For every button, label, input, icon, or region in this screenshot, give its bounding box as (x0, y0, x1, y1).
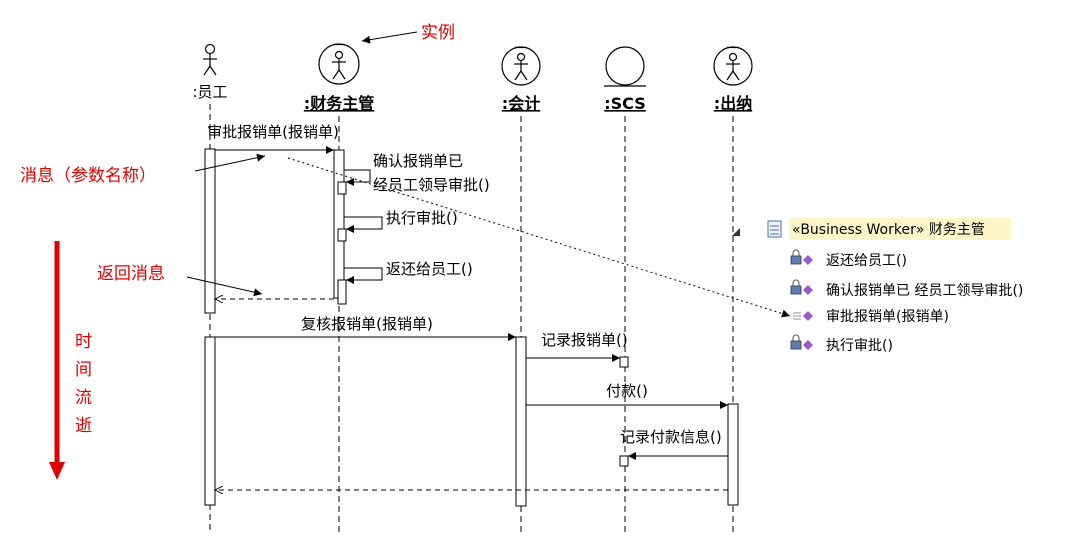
activation-self-return (337, 279, 347, 305)
time-flow-char-2: 间 (75, 360, 92, 380)
public-visibility-icon (793, 312, 801, 320)
entity-icon-scs (604, 46, 646, 87)
tree-operation-label-4: 执行审批() (826, 338, 893, 354)
business-worker-icon-accountant (501, 46, 541, 86)
tree-expand-triangle-icon[interactable] (732, 228, 740, 236)
annotation-instance: 实例 (421, 23, 455, 43)
business-worker-icon-cashier (713, 46, 753, 86)
activation-accountant (515, 336, 527, 507)
time-flow-arrow-head-icon (49, 462, 65, 480)
lifeline-label-finance-manager: :财务主管 (304, 94, 374, 113)
operation-icon (803, 285, 813, 295)
annotation-return-message: 返回消息 (97, 264, 165, 284)
lifeline-label-employee: :员工 (192, 83, 227, 101)
message-label-approve: 审批报销单(报销单) (207, 123, 339, 141)
message-label-record-report: 记录报销单() (541, 331, 628, 349)
message-arrow-execute-approval (344, 216, 383, 233)
operation-icon (803, 255, 813, 265)
message-arrow-confirm (344, 169, 371, 186)
annotation-message-params: 消息（参数名称） (20, 166, 156, 186)
message-label-execute-approval: 执行审批() (386, 209, 458, 227)
tree-class-title[interactable]: «Business Worker» 财务主管 (792, 222, 985, 238)
annotation-return-message-pointer (186, 276, 263, 297)
lock-icon (790, 249, 802, 265)
message-label-confirm-line2: 经员工领导审批() (373, 176, 490, 194)
lock-icon (790, 279, 802, 295)
time-flow-char-1: 时 (75, 332, 92, 352)
activation-employee-1 (204, 148, 216, 314)
tree-class-highlight (789, 218, 1011, 240)
message-arrow-return-to-employee (344, 267, 383, 284)
time-flow-char-3: 流 (75, 388, 92, 408)
class-icon (767, 220, 782, 238)
activation-employee-2 (204, 336, 216, 506)
message-label-return-to-employee: 返还给员工() (386, 260, 473, 278)
activation-scs-2 (619, 455, 629, 467)
lifeline-label-scs: :SCS (604, 94, 645, 113)
tree-operation-execute-approval[interactable]: 执行审批() (790, 334, 893, 354)
message-label-record-payment: 记录付款信息() (620, 428, 722, 446)
lifeline-label-accountant: :会计 (502, 94, 540, 113)
annotation-instance-pointer (361, 31, 418, 44)
tree-operation-return-to-employee[interactable]: 返还给员工() (790, 249, 907, 269)
tree-operation-label-1: 返还给员工() (826, 253, 907, 269)
message-label-review: 复核报销单(报销单) (301, 315, 433, 333)
activation-self-execute (337, 228, 347, 242)
message-label-pay: 付款() (606, 382, 648, 400)
annotation-time-flow: 时 间 流 逝 (75, 332, 92, 436)
lifeline-label-cashier: :出纳 (714, 94, 752, 113)
operation-icon (803, 340, 813, 350)
activation-scs-1 (619, 356, 629, 368)
operation-icon (803, 311, 813, 321)
activation-cashier (727, 403, 739, 506)
actor-icon-employee (203, 43, 217, 76)
annotation-message-params-pointer (194, 153, 266, 172)
tree-operation-approve[interactable]: 审批报销单(报销单) (793, 309, 949, 325)
tree-operation-label-3: 审批报销单(报销单) (826, 309, 949, 325)
message-label-confirm-line1: 确认报销单已 (373, 152, 463, 170)
lock-icon (790, 334, 802, 350)
tree-operation-label-2: 确认报销单已 经员工领导审批() (826, 283, 1023, 299)
time-flow-char-4: 逝 (75, 416, 92, 436)
activation-self-confirm (337, 181, 347, 195)
tree-operation-confirm[interactable]: 确认报销单已 经员工领导审批() (790, 279, 1023, 299)
class-tree-panel: «Business Worker» 财务主管 返还给员工() 确认报销单已 经员… (732, 218, 1023, 354)
business-worker-icon-finance-manager (318, 43, 360, 85)
activation-finance-manager (333, 149, 345, 299)
